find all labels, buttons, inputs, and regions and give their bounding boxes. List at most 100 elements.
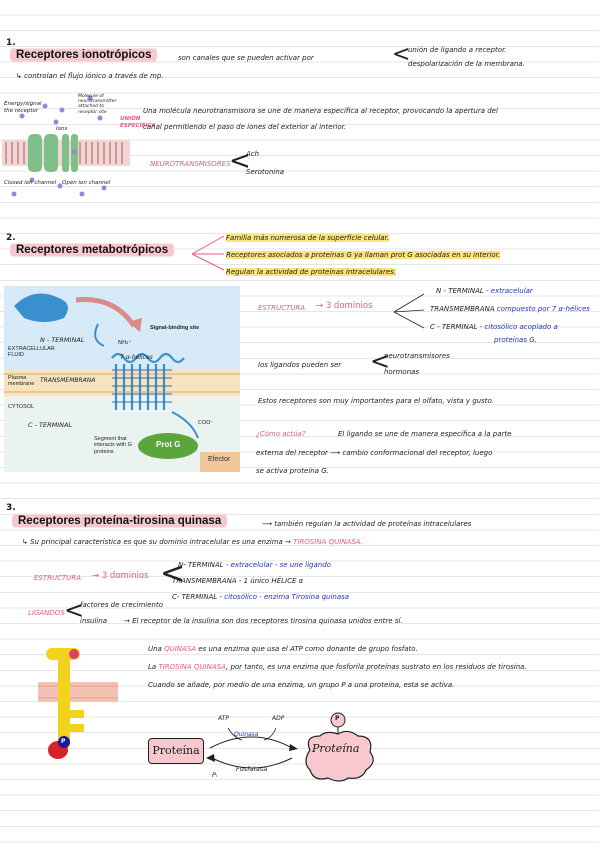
note-label: QUINASA: [164, 645, 197, 653]
brace-icon: <: [392, 42, 411, 67]
note-label: LIGANDOS: [28, 609, 65, 617]
domain-desc: compuesto por 7 α-hélices: [496, 305, 590, 313]
figure-label: Signal-binding site: [150, 325, 200, 331]
brace-icon: <: [64, 596, 85, 624]
section-number: 1.: [6, 38, 16, 48]
reaction-arrows: [206, 727, 298, 769]
note-label: TIROSINA QUINASA: [158, 663, 226, 671]
note-text: se activa proteína G.: [256, 467, 329, 475]
domain-label: C- TERMINAL: [172, 593, 218, 601]
figure-label: 7 α-hélices: [120, 354, 153, 361]
section-title: Receptores proteína-tirosina quinasa: [12, 513, 228, 529]
note-label: ¿Cómo actúa?: [256, 430, 306, 438]
note-text: despolarización de la membrana.: [408, 60, 525, 68]
ion-channel-figure: [2, 95, 130, 197]
phosphate-label: P: [61, 738, 66, 745]
brace-icon: <: [370, 347, 391, 375]
note-text: los ligandos pueden ser: [258, 361, 342, 369]
domain-desc: - extracelular: [225, 561, 273, 569]
note-text: → El receptor de la insulina son dos rec…: [124, 617, 403, 625]
figure-label: C - TERMINAL: [28, 421, 73, 429]
note-text: ↳ Su principal característica es que su …: [22, 538, 291, 546]
domain-label: TRANSMEMBRANA: [430, 305, 495, 313]
domain-label: N- TERMINAL: [178, 561, 224, 569]
figure-label: N - TERMINAL: [40, 336, 85, 344]
note-text: externa del receptor ⟶ cambio conformaci…: [256, 449, 493, 457]
note-text: canal permitiendo el paso de iones del e…: [143, 123, 347, 131]
note-text: Serotonina: [246, 168, 285, 176]
figure-label: CYTOSOL: [8, 404, 35, 410]
note-label: ESTRUCTURA: [34, 574, 82, 582]
reaction-label: Fosfatasa: [236, 765, 268, 773]
protein-cloud: [305, 712, 374, 782]
protein-label: Proteína: [312, 742, 360, 755]
note-text: es una enzima que usa el ATP como donant…: [198, 645, 418, 653]
note-text: ↳ controlan el flujo iónico a través de …: [16, 72, 164, 80]
brace-icon: <: [160, 556, 186, 591]
figure-label: Molecule of neurotransmitter attached to…: [78, 94, 117, 115]
note-text: son canales que se pueden activar por: [178, 54, 314, 62]
domain-desc: - se une ligando: [274, 561, 331, 569]
note-label: TIROSINA QUINASA.: [293, 538, 363, 546]
section-number: 3.: [6, 503, 16, 513]
figure-label: EXTRACELLULAR FLUID: [8, 346, 55, 359]
figure-label: Prot G: [156, 440, 181, 449]
note-label: ESTRUCTURA: [258, 304, 306, 312]
section-title: Receptores ionotrópicos: [10, 47, 158, 63]
note-text: Ach: [246, 150, 260, 158]
note-text: Cuando se añade, por medio de una enzima…: [148, 681, 455, 689]
note-text: neurotransmisores: [384, 352, 450, 360]
figure-label: Efector: [208, 456, 231, 463]
brace-icon: <: [229, 146, 251, 176]
domain-label: N - TERMINAL: [436, 287, 484, 295]
note-text: Estos receptores son muy importantes par…: [258, 397, 495, 405]
figure-label: UNIÓN: [120, 116, 141, 122]
note-text: factores de crecimiento: [80, 601, 164, 609]
note-text: unión de ligando a receptor.: [408, 46, 507, 54]
domain-label: TRANSMEMBRANA: [172, 577, 237, 585]
note-text: Regulan la actividad de proteínas intrac…: [226, 268, 397, 276]
phosphate-label: P: [335, 715, 340, 722]
domain-desc: - extracelular: [486, 287, 533, 295]
note-label: → 3 dominios: [316, 301, 373, 311]
note-text: Familia más numerosa de la superficie ce…: [226, 234, 390, 242]
bracket-lines-icon: [191, 235, 225, 271]
figure-label: TRANSMEMBRANA: [40, 377, 96, 384]
figure-label: Plasma membrane: [8, 375, 35, 388]
figure-label: Ions: [56, 126, 68, 132]
domain-desc: proteínas G.: [494, 336, 537, 344]
metabotropic-receptor-figure: [4, 286, 240, 472]
bracket-lines-icon: [393, 293, 425, 329]
figure-label: NH₂⁺: [118, 340, 132, 346]
note-text: Una molécula neurotransmisora se une de …: [143, 107, 498, 115]
figure-label: Segment that interacts with G proteins: [94, 436, 132, 455]
figure-label: the receptor: [4, 108, 39, 114]
note-text: insulina: [80, 617, 108, 625]
figure-label: Open ion channel: [62, 180, 111, 186]
note-text: ⟶ también regulan la actividad de proteí…: [262, 520, 472, 528]
section-number: 2.: [6, 233, 16, 243]
note-text: Una: [148, 645, 162, 653]
note-label: NEUROTRANSMISORES: [150, 160, 231, 168]
note-text: El ligando se une de manera específica a…: [338, 430, 512, 438]
protein-box: Proteína: [148, 738, 204, 764]
figure-label: ESPECÍFICA: [120, 123, 156, 129]
domain-desc: - 1 único HÉLICE α: [238, 577, 304, 585]
figure-label: Closed ion channel: [4, 180, 57, 186]
note-text: La: [148, 663, 157, 671]
note-label: → 3 dominios: [92, 571, 149, 581]
tyrosine-kinase-receptor-figure: [38, 648, 118, 759]
domain-desc: - citosólico - enzima Tirosina quinasa: [219, 593, 350, 601]
figure-label: Energy/signal: [4, 101, 42, 107]
domain-desc: - citosólico acoplado a: [479, 323, 558, 331]
reaction-label: ATP: [218, 715, 229, 722]
reaction-label: Pᵢ: [212, 771, 218, 779]
section-title: Receptores metabotrópicos: [10, 242, 175, 258]
note-text: hormonas: [384, 368, 420, 376]
note-text: Receptores asociados a proteínas G ya ll…: [226, 251, 501, 259]
figure-label: COO⁻: [198, 420, 214, 426]
domain-label: C - TERMINAL: [430, 323, 478, 331]
reaction-label: ADP: [272, 715, 285, 722]
reaction-label: Quinasa: [234, 731, 259, 738]
note-text: , por tanto, es una enzima que fosforila…: [226, 663, 527, 671]
